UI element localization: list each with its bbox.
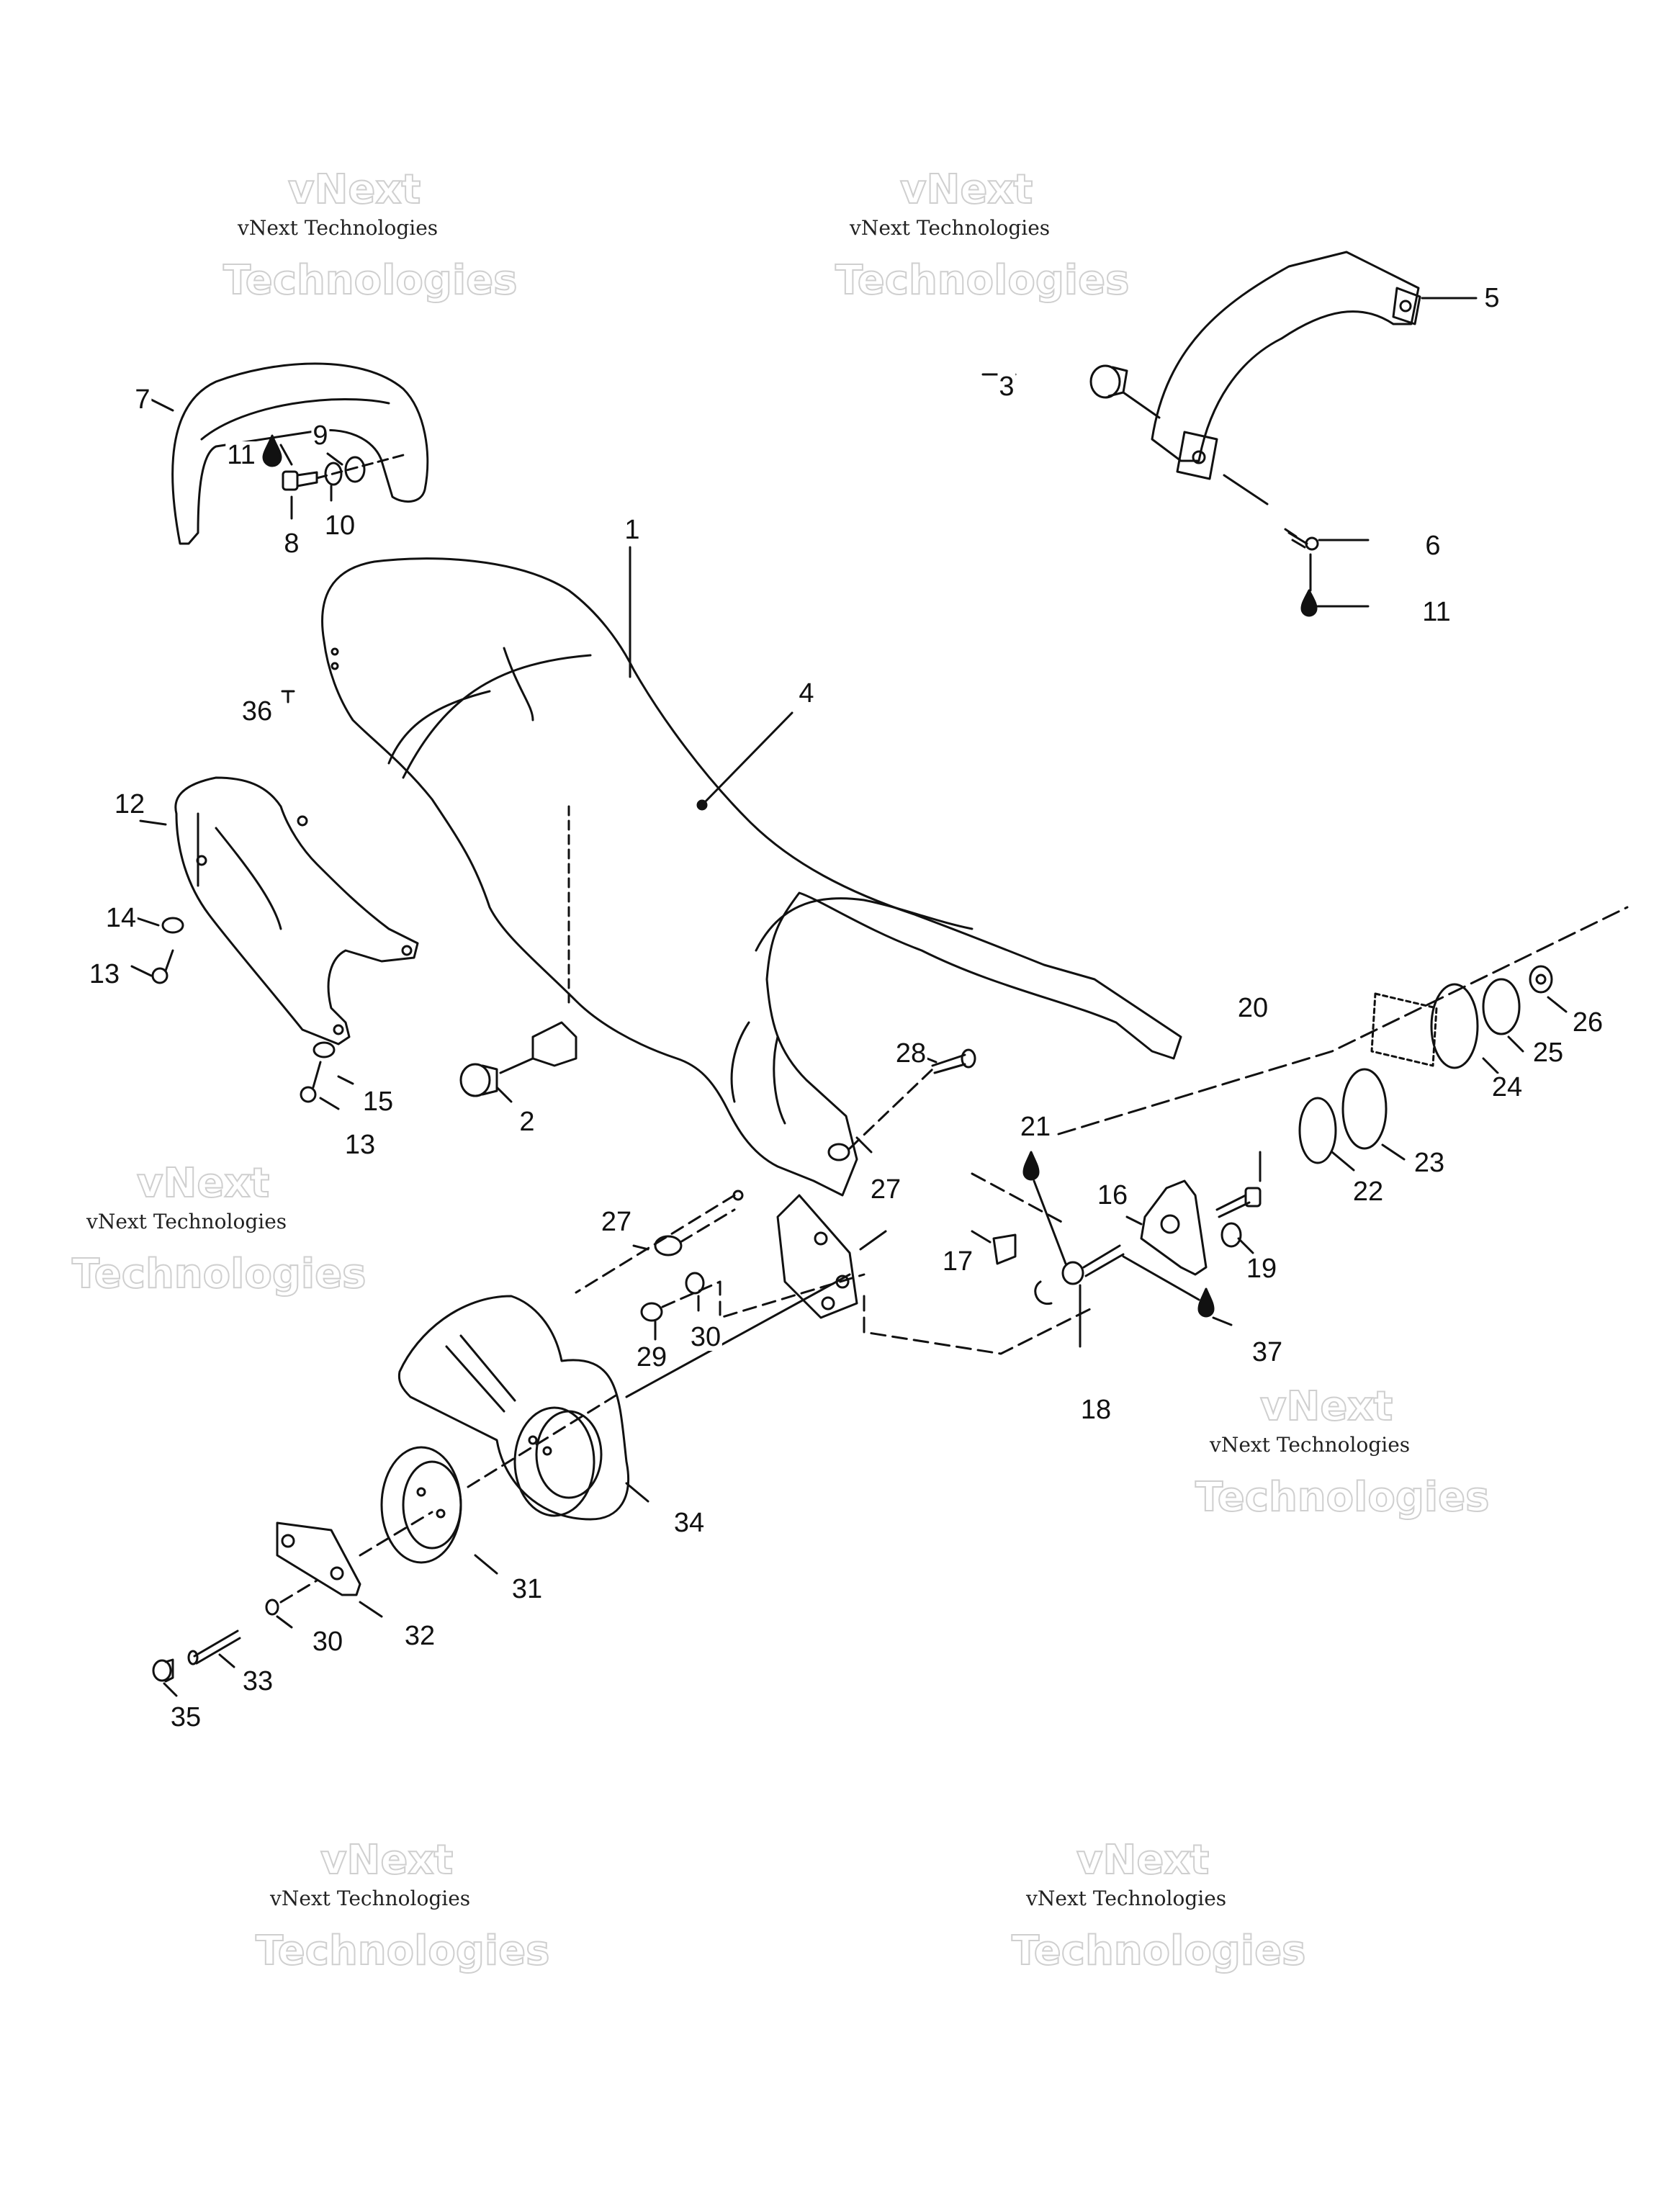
- callout-16: 16: [1095, 1180, 1130, 1210]
- part-34-pulley-cover: [397, 1295, 630, 1521]
- callout-35: 35: [168, 1702, 203, 1732]
- part-pad: [1370, 992, 1438, 1067]
- callout-26: 26: [1570, 1007, 1605, 1038]
- callout-29: 29: [634, 1342, 669, 1372]
- callout-21: 21: [1018, 1112, 1053, 1142]
- callout-2: 2: [518, 1107, 536, 1137]
- part-28-screw: [931, 1048, 976, 1074]
- part-30-washer: [685, 1272, 705, 1295]
- callout-36: 36: [240, 696, 274, 727]
- callout-3: 3: [997, 372, 1016, 402]
- part-35-cap: [152, 1658, 174, 1683]
- callout-11: 11: [1421, 597, 1452, 627]
- callout-17: 17: [940, 1246, 975, 1277]
- part-11-drop-icon: [262, 434, 282, 467]
- callout-33: 33: [240, 1666, 275, 1696]
- part-27-washer-b: [654, 1235, 683, 1256]
- part-10-washer: [324, 462, 343, 486]
- callout-7: 7: [133, 385, 152, 415]
- part-17-clip: [992, 1233, 1053, 1305]
- part-20-bolt: [1215, 1187, 1262, 1218]
- part-31-pulley: [380, 1446, 462, 1564]
- callout-32: 32: [403, 1621, 437, 1651]
- part-13-screw-b: [300, 1061, 322, 1103]
- callout-18: 18: [1079, 1395, 1113, 1425]
- part-9-washer: [344, 456, 366, 483]
- callout-20: 20: [1236, 993, 1270, 1023]
- part-2-grommet: [459, 1021, 577, 1097]
- callout-10: 10: [323, 511, 357, 541]
- part-21-drop-icon: [1022, 1151, 1040, 1181]
- part-25-washer: [1482, 978, 1521, 1035]
- callout-8: 8: [282, 529, 301, 559]
- part-11-drop-icon: [1300, 589, 1318, 617]
- part-8-bolt: [282, 470, 318, 491]
- part-18-bolt: [1061, 1244, 1125, 1285]
- part-5-handle: [1151, 251, 1421, 480]
- callout-11: 11: [225, 440, 257, 470]
- part-16-plate: [1140, 1179, 1208, 1276]
- callout-9: 9: [311, 421, 330, 451]
- callout-27: 27: [599, 1207, 634, 1237]
- callout-4: 4: [797, 678, 816, 709]
- part-22-washer: [1298, 1097, 1337, 1164]
- callout-25: 25: [1531, 1038, 1565, 1068]
- callout-1: 1: [623, 515, 642, 545]
- callout-28: 28: [894, 1038, 928, 1069]
- callout-13: 13: [87, 959, 122, 989]
- callout-24: 24: [1490, 1072, 1524, 1102]
- part-32-bracket: [276, 1521, 361, 1596]
- part-26-nut: [1529, 965, 1553, 994]
- part-37-drop-icon: [1197, 1287, 1215, 1318]
- part-24-washer: [1430, 983, 1479, 1069]
- part-23-washer: [1341, 1068, 1388, 1150]
- part-27-washer: [827, 1143, 850, 1161]
- part-14-washer: [161, 917, 184, 934]
- part-13-screw: [151, 949, 174, 984]
- callout-5: 5: [1483, 283, 1501, 313]
- part-1-seat: [321, 557, 1182, 1319]
- part-7-bracket: [171, 362, 429, 545]
- callout-31: 31: [510, 1574, 544, 1604]
- callout-37: 37: [1250, 1337, 1285, 1367]
- part-33-bolt: [187, 1629, 241, 1665]
- callout-14: 14: [104, 903, 138, 933]
- callout-30: 30: [310, 1627, 345, 1657]
- callout-23: 23: [1412, 1148, 1447, 1178]
- part-30-washer-b: [265, 1599, 279, 1616]
- callout-13: 13: [343, 1130, 377, 1160]
- callout-6: 6: [1424, 531, 1442, 561]
- callout-27: 27: [868, 1174, 903, 1205]
- callout-22: 22: [1351, 1177, 1385, 1207]
- part-15-washer: [313, 1041, 336, 1058]
- callout-19: 19: [1244, 1254, 1279, 1284]
- callout-30: 30: [688, 1322, 723, 1352]
- callout-15: 15: [361, 1087, 395, 1117]
- callout-12: 12: [112, 789, 147, 819]
- part-3-grommet: [1089, 364, 1128, 399]
- callout-34: 34: [672, 1508, 706, 1538]
- part-6-screw: [1287, 531, 1319, 551]
- part-12-cover: [174, 776, 419, 1046]
- part-19-nut: [1220, 1222, 1242, 1248]
- part-29-nut: [640, 1302, 663, 1322]
